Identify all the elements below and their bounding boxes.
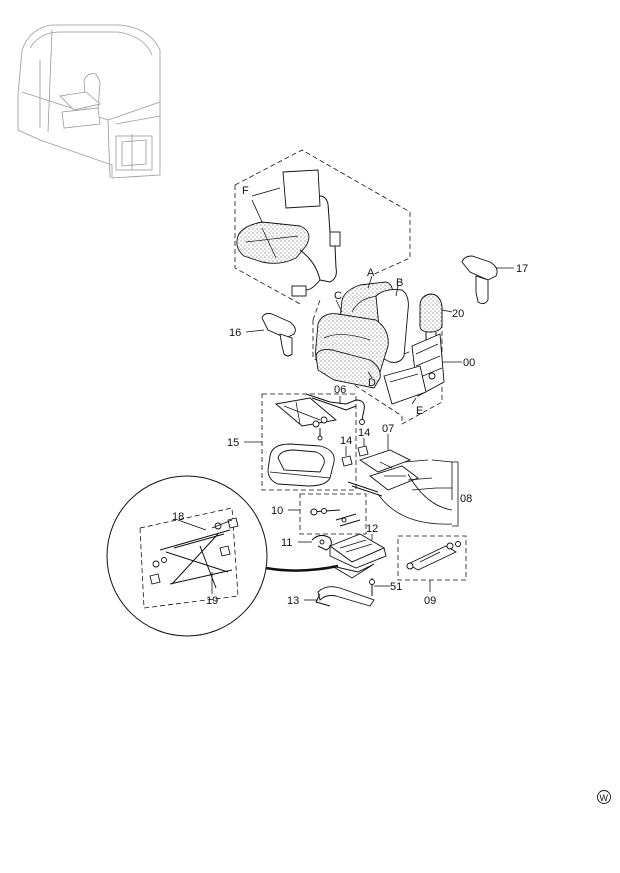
armrest-17: 17	[461, 255, 528, 305]
lever-06: 06	[305, 384, 365, 425]
label-07: 07	[382, 423, 394, 435]
label-19: 19	[206, 595, 218, 607]
detail-circle: 18 19	[106, 475, 339, 637]
label-10: 10	[271, 505, 283, 517]
label-06: 06	[334, 384, 346, 396]
label-13: 13	[287, 595, 299, 607]
group-10: 10	[271, 493, 367, 535]
label-11: 11	[281, 537, 292, 549]
cab-location-thumbnail	[17, 24, 161, 179]
seat-assembly: A B C D	[312, 267, 443, 425]
circled-w-icon: W	[597, 790, 611, 804]
parts-14-07-08: 14 14 07 08	[340, 423, 472, 527]
watermark-letter: W	[600, 793, 609, 803]
label-16: 16	[229, 327, 241, 339]
label-20: 20	[452, 308, 464, 320]
label-15: 15	[227, 437, 239, 449]
backrest-frame-group: 20 E 00	[383, 293, 475, 417]
label-14b: 14	[358, 427, 370, 439]
label-51: 51	[390, 581, 402, 593]
label-a: A	[367, 267, 375, 279]
label-b: B	[396, 277, 403, 289]
label-f: F	[242, 185, 249, 197]
label-14a: 14	[340, 435, 352, 447]
parts-11-12-51-13: 11 12 51 13	[281, 523, 402, 607]
label-d: D	[368, 377, 376, 389]
label-12: 12	[366, 523, 378, 535]
label-09: 09	[424, 595, 436, 607]
label-18: 18	[172, 511, 184, 523]
group-09: 09	[397, 535, 467, 607]
label-e: E	[416, 405, 423, 417]
group-15: 15	[227, 393, 357, 491]
label-c: C	[334, 290, 342, 302]
label-08: 08	[460, 493, 472, 505]
armrest-16: 16	[229, 313, 296, 357]
option-group-f: F	[234, 149, 411, 306]
label-00: 00	[463, 357, 475, 369]
label-17: 17	[516, 263, 528, 275]
